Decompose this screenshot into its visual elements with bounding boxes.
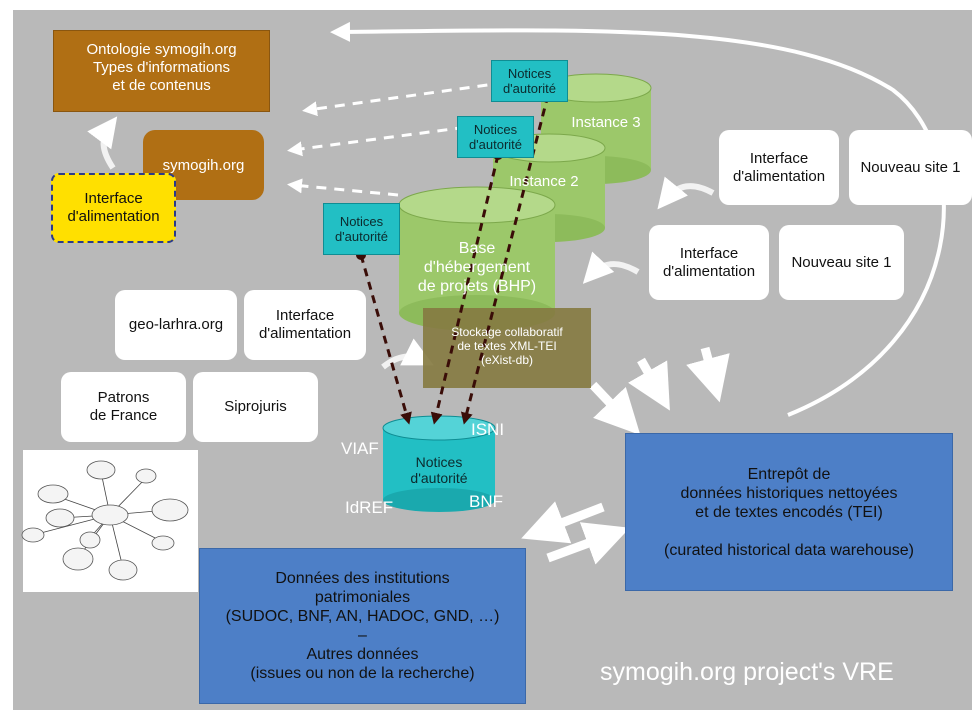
nouveau-a-label: Nouveau site 1 bbox=[860, 158, 961, 176]
link-notices-2 bbox=[430, 154, 500, 425]
bidir-arrow-left bbox=[521, 501, 605, 544]
nouveau-site-box-a: Nouveau site 1 bbox=[849, 130, 972, 205]
notices-box-1: Notices d'autorité bbox=[323, 203, 400, 255]
institutions-box: Données des institutions patrimoniales (… bbox=[199, 548, 526, 704]
connectors-layer bbox=[21, 21, 946, 592]
notices-2-label: Notices d'autorité bbox=[468, 122, 523, 152]
symogih-label: symogih.org bbox=[162, 156, 245, 174]
geo-larhra-box: geo-larhra.org bbox=[115, 290, 237, 360]
interface-yellow-label: Interface d'alimentation bbox=[67, 190, 160, 225]
isni-label: ISNI bbox=[471, 420, 505, 439]
patrons-label: Patrons de France bbox=[89, 389, 158, 424]
footer-caption: symogih.org project's VRE bbox=[600, 658, 894, 686]
dashed-arrow-3 bbox=[287, 178, 399, 197]
authority-center-label: Notices d'autorité bbox=[410, 454, 468, 486]
geo-label: geo-larhra.org bbox=[128, 316, 224, 333]
storage-label: Stockage collaboratif de textes XML-TEI … bbox=[451, 325, 563, 367]
ontology-label: Ontologie symogih.org Types d'informatio… bbox=[86, 41, 237, 94]
bidir-arrow-right bbox=[546, 522, 630, 565]
institutions-label: Données des institutions patrimoniales (… bbox=[225, 570, 500, 682]
striped-arrow-2 bbox=[628, 357, 670, 411]
ontology-box: Ontologie symogih.org Types d'informatio… bbox=[53, 30, 270, 112]
siprojuris-label: Siprojuris bbox=[224, 398, 287, 415]
feedback-arc-arrow bbox=[330, 21, 946, 417]
interface-box-a: Interface d'alimentation bbox=[719, 130, 839, 205]
notices-box-2: Notices d'autorité bbox=[457, 116, 534, 158]
curved-arrow-3 bbox=[87, 116, 118, 170]
interface-yellow-box: Interface d'alimentation bbox=[51, 173, 176, 243]
notices-1-label: Notices d'autorité bbox=[334, 214, 389, 244]
nouveau-b-label: Nouveau site 1 bbox=[791, 253, 892, 271]
striped-arrow-3 bbox=[686, 346, 730, 403]
notices-box-3: Notices d'autorité bbox=[491, 60, 568, 102]
dashed-arrow-2 bbox=[287, 123, 484, 157]
instance-2-label: Instance 2 bbox=[509, 173, 579, 190]
bhp-label: Base d'hébergement de projets (BHP) bbox=[417, 240, 537, 295]
bhp-cylinder bbox=[398, 186, 556, 331]
warehouse-label: Entrepôt de données historiques nettoyée… bbox=[664, 465, 914, 559]
notices-3-label: Notices d'autorité bbox=[502, 66, 557, 96]
interface-b-label: Interface d'alimentation bbox=[662, 244, 756, 280]
interface-c-label: Interface d'alimentation bbox=[258, 307, 352, 342]
diagram-canvas: Ontologie symogih.org Types d'informatio… bbox=[13, 10, 972, 710]
curved-arrow-2 bbox=[582, 251, 640, 284]
nouveau-site-box-b: Nouveau site 1 bbox=[779, 225, 904, 300]
dashed-arrow-1 bbox=[302, 78, 524, 117]
curved-arrow-4 bbox=[381, 338, 434, 370]
striped-arrow-1 bbox=[589, 381, 641, 436]
patrons-box: Patrons de France bbox=[61, 372, 186, 442]
link-notices-1 bbox=[359, 254, 412, 425]
interface-a-label: Interface d'alimentation bbox=[732, 149, 826, 185]
warehouse-box: Entrepôt de données historiques nettoyée… bbox=[625, 433, 953, 591]
bnf-label: BNF bbox=[469, 492, 503, 511]
interface-box-c: Interface d'alimentation bbox=[244, 290, 366, 360]
curved-arrow-1 bbox=[657, 176, 715, 210]
network-diagram-image bbox=[21, 450, 198, 592]
idref-label: IdREF bbox=[345, 498, 394, 517]
instance-3-label: Instance 3 bbox=[571, 114, 641, 131]
interface-box-b: Interface d'alimentation bbox=[649, 225, 769, 300]
siprojuris-box: Siprojuris bbox=[193, 372, 318, 442]
viaf-label: VIAF bbox=[341, 439, 379, 458]
